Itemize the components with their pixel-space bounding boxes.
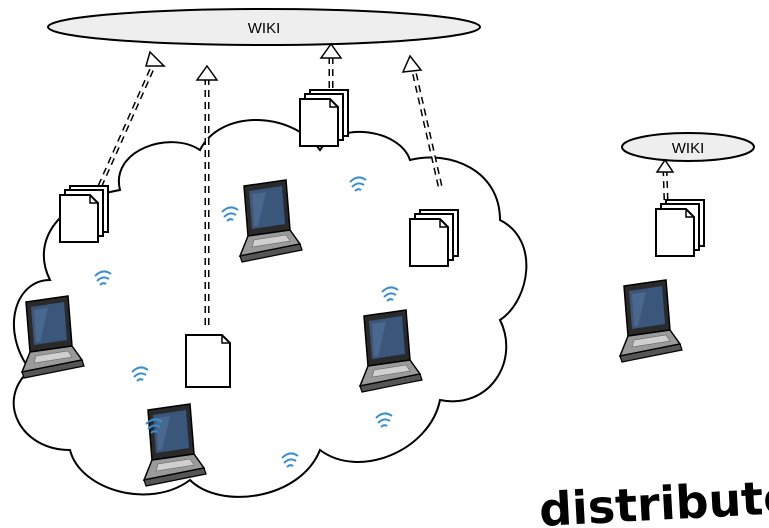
laptop-icon: [619, 279, 683, 363]
document-stack-icon: [299, 89, 349, 147]
document-icon: [185, 334, 231, 388]
standalone-wiki-label: WIKI: [672, 140, 705, 157]
network-cloud: [12, 119, 528, 498]
document-stack-icon: [409, 209, 459, 267]
main-wiki-label: WIKI: [248, 20, 281, 37]
caption-text: distributed: [538, 468, 769, 528]
document-stack-icon: [59, 185, 109, 243]
document-stack-icon: [655, 199, 705, 257]
main-wiki-node: [47, 8, 481, 46]
arrow-heads: [145, 42, 675, 173]
standalone-wiki-node: [621, 132, 755, 162]
